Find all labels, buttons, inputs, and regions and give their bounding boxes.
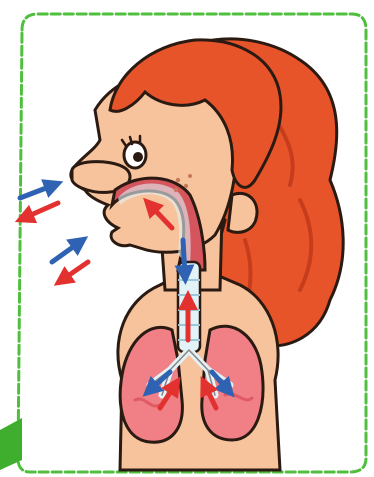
ear (228, 193, 257, 232)
inhale-arrow (183, 240, 185, 275)
